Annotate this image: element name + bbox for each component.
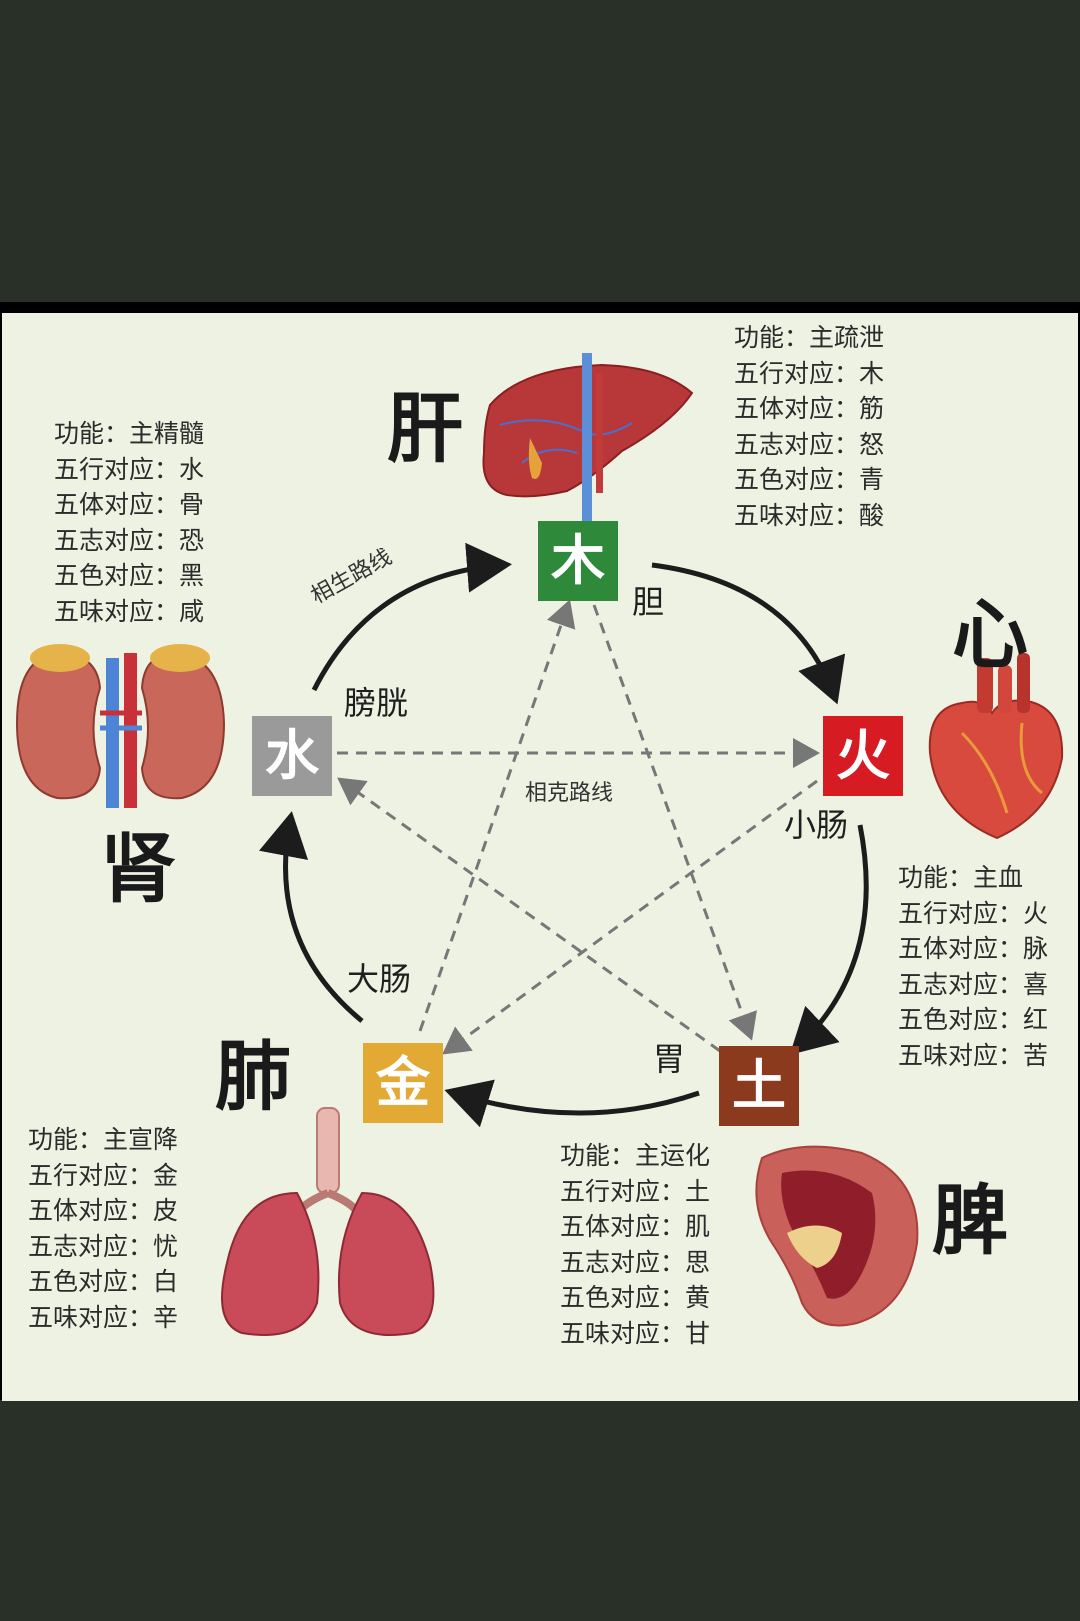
fu-organ-bladder: 膀胱 bbox=[344, 684, 409, 722]
cycle-arrows bbox=[15, 353, 1064, 1336]
info-heart-element: 五行对应：火 bbox=[898, 898, 1049, 928]
info-spleen-color: 五色对应：黄 bbox=[560, 1283, 711, 1312]
organ-name-lung: 肺 bbox=[215, 1032, 291, 1121]
element-water-box: 水 bbox=[252, 716, 332, 796]
element-wood-box: 木 bbox=[538, 521, 618, 601]
arrow-fire-to-earth bbox=[789, 824, 869, 1055]
dashed-fire-to-metal bbox=[442, 779, 818, 1055]
info-kidney-element: 五行对应：水 bbox=[54, 454, 205, 484]
info-liver-color: 五色对应：青 bbox=[734, 465, 885, 494]
wuxing-diagram-card: 相生路线 相克路线 木 火 土 金 水 胆 小肠 胃 大肠 膀胱 肝 心 脾 肺… bbox=[2, 313, 1078, 1401]
info-spleen: 功能：主运化 五行对应：土 五体对应：肌 五志对应：思 五色对应：黄 五味对应：… bbox=[560, 1138, 710, 1351]
element-metal-box: 金 bbox=[363, 1043, 443, 1123]
info-lung-body: 五体对应：皮 bbox=[28, 1196, 179, 1225]
info-heart-color: 五色对应：红 bbox=[898, 1005, 1049, 1034]
info-kidney-body: 五体对应：骨 bbox=[54, 490, 205, 519]
info-liver-body: 五体对应：筋 bbox=[734, 394, 885, 423]
info-spleen-element: 五行对应：土 bbox=[560, 1176, 711, 1206]
info-kidney: 功能：主精髓 五行对应：水 五体对应：骨 五志对应：恐 五色对应：黑 五味对应：… bbox=[54, 416, 204, 629]
info-liver-taste: 五味对应：酸 bbox=[734, 500, 885, 530]
info-kidney-color: 五色对应：黑 bbox=[54, 561, 205, 590]
info-spleen-emotion: 五志对应：思 bbox=[560, 1247, 711, 1277]
info-kidney-taste: 五味对应：咸 bbox=[54, 596, 205, 626]
dashed-metal-to-wood bbox=[418, 599, 576, 1032]
info-kidney-emotion: 五志对应：恐 bbox=[54, 525, 205, 555]
info-lung: 功能：主宣降 五行对应：金 五体对应：皮 五志对应：忧 五色对应：白 五味对应：… bbox=[28, 1122, 178, 1335]
fu-organ-large-intestine: 大肠 bbox=[347, 960, 412, 998]
info-heart-function: 功能：主血 bbox=[898, 863, 1024, 892]
spleen-illustration bbox=[755, 1145, 919, 1327]
info-lung-function: 功能：主宣降 bbox=[28, 1125, 179, 1154]
info-liver-emotion: 五志对应：怒 bbox=[734, 429, 885, 459]
info-liver-element: 五行对应：木 bbox=[734, 358, 885, 388]
info-lung-color: 五色对应：白 bbox=[28, 1267, 179, 1296]
fu-organ-small-intestine: 小肠 bbox=[784, 806, 849, 844]
dashed-wood-to-earth bbox=[592, 604, 757, 1041]
dashed-earth-to-water bbox=[337, 777, 721, 1053]
info-liver-function: 功能：主疏泄 bbox=[734, 323, 885, 352]
info-spleen-taste: 五味对应：甘 bbox=[560, 1318, 711, 1348]
info-heart-body: 五体对应：脉 bbox=[898, 934, 1049, 963]
info-lung-element: 五行对应：金 bbox=[28, 1160, 179, 1190]
element-metal-label: 金 bbox=[376, 1051, 430, 1114]
arrow-earth-to-metal bbox=[444, 1079, 700, 1128]
element-water-label: 水 bbox=[265, 724, 319, 787]
element-fire-box: 火 bbox=[823, 716, 903, 796]
lungs-illustration bbox=[221, 1107, 435, 1336]
restraining-route-label: 相克路线 bbox=[525, 781, 614, 806]
info-lung-emotion: 五志对应：忧 bbox=[28, 1231, 179, 1261]
fu-organ-gallbladder: 胆 bbox=[632, 583, 665, 621]
fu-organ-stomach: 胃 bbox=[653, 1040, 686, 1078]
info-heart: 功能：主血 五行对应：火 五体对应：脉 五志对应：喜 五色对应：红 五味对应：苦 bbox=[898, 860, 1048, 1073]
organ-name-kidney: 肾 bbox=[100, 824, 176, 913]
element-earth-label: 土 bbox=[732, 1054, 786, 1117]
arrow-metal-to-water bbox=[258, 811, 364, 1023]
element-wood-label: 木 bbox=[551, 529, 605, 592]
element-fire-label: 火 bbox=[836, 724, 890, 787]
info-heart-emotion: 五志对应：喜 bbox=[898, 969, 1049, 999]
arrow-water-to-wood bbox=[311, 542, 512, 692]
organ-name-heart: 心 bbox=[952, 590, 1028, 679]
info-spleen-body: 五体对应：肌 bbox=[560, 1212, 711, 1241]
info-heart-taste: 五味对应：苦 bbox=[898, 1040, 1049, 1070]
organ-name-liver: 肝 bbox=[387, 384, 463, 473]
arrow-wood-to-fire bbox=[651, 562, 846, 705]
heart-illustration bbox=[928, 653, 1064, 840]
info-liver: 功能：主疏泄 五行对应：木 五体对应：筋 五志对应：怒 五色对应：青 五味对应：… bbox=[734, 320, 884, 533]
kidneys-illustration bbox=[15, 644, 226, 808]
info-kidney-function: 功能：主精髓 bbox=[54, 419, 205, 448]
element-earth-box: 土 bbox=[719, 1046, 799, 1126]
organ-name-spleen: 脾 bbox=[932, 1176, 1008, 1265]
info-spleen-function: 功能：主运化 bbox=[560, 1141, 711, 1170]
liver-illustration bbox=[482, 353, 694, 523]
info-lung-taste: 五味对应：辛 bbox=[28, 1302, 179, 1332]
